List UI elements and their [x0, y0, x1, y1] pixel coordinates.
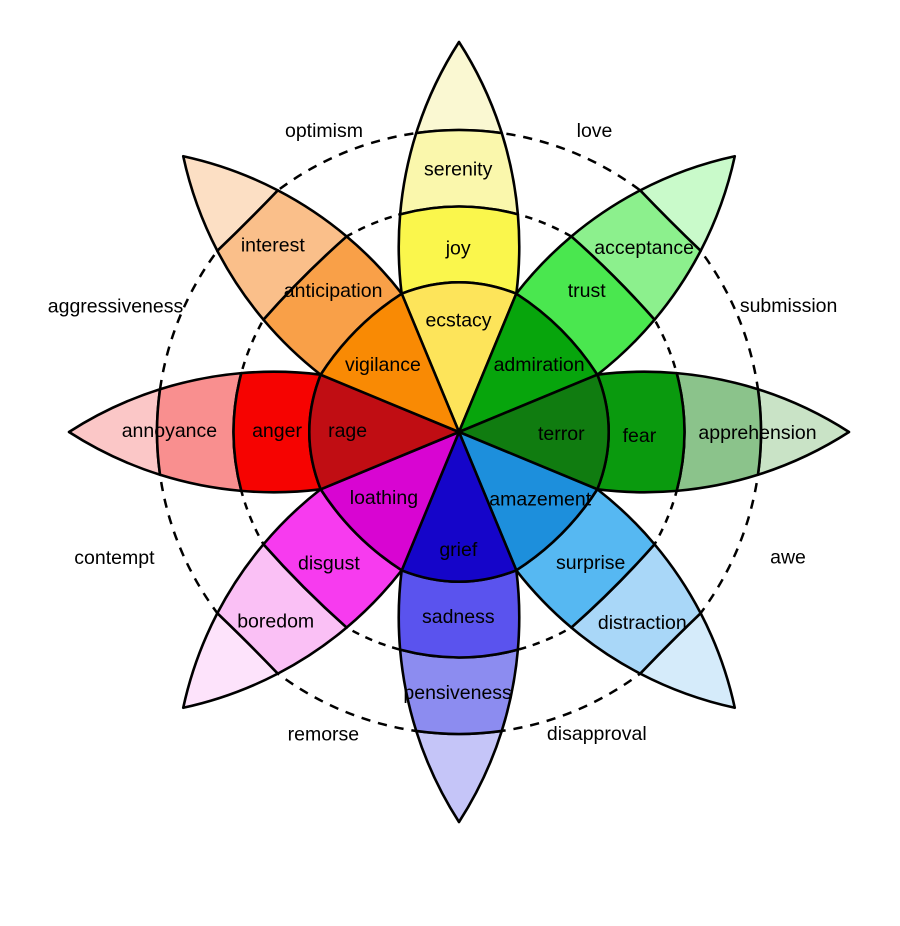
svg-text:rage: rage	[328, 420, 367, 442]
svg-text:surprise: surprise	[556, 552, 625, 574]
svg-text:loathing: loathing	[350, 487, 418, 509]
svg-text:awe: awe	[770, 547, 806, 569]
svg-text:admiration: admiration	[494, 354, 585, 376]
svg-text:amazement: amazement	[489, 489, 591, 511]
svg-text:terror: terror	[538, 423, 585, 445]
svg-text:anger: anger	[252, 420, 302, 442]
svg-text:ecstacy: ecstacy	[425, 310, 491, 332]
svg-text:interest: interest	[241, 235, 306, 257]
svg-text:remorse: remorse	[288, 724, 360, 746]
svg-text:disgust: disgust	[298, 552, 360, 574]
svg-text:disapproval: disapproval	[547, 723, 647, 745]
svg-text:grief: grief	[439, 539, 478, 561]
svg-text:trust: trust	[568, 280, 607, 302]
svg-text:optimism: optimism	[285, 120, 363, 142]
svg-text:boredom: boredom	[237, 611, 314, 633]
svg-text:fear: fear	[623, 425, 657, 447]
svg-text:distraction: distraction	[598, 612, 687, 634]
svg-text:contempt: contempt	[74, 547, 155, 569]
svg-text:love: love	[577, 120, 613, 142]
svg-text:apprehension: apprehension	[698, 422, 816, 444]
svg-text:submission: submission	[740, 295, 838, 317]
svg-text:vigilance: vigilance	[345, 354, 421, 376]
svg-text:aggressiveness: aggressiveness	[48, 296, 184, 318]
svg-text:joy: joy	[445, 237, 471, 259]
svg-text:anticipation: anticipation	[284, 280, 383, 302]
svg-text:pensiveness: pensiveness	[403, 682, 512, 704]
svg-text:acceptance: acceptance	[594, 237, 694, 259]
svg-text:annoyance: annoyance	[122, 420, 217, 442]
svg-text:serenity: serenity	[424, 159, 493, 181]
svg-text:sadness: sadness	[422, 606, 495, 628]
